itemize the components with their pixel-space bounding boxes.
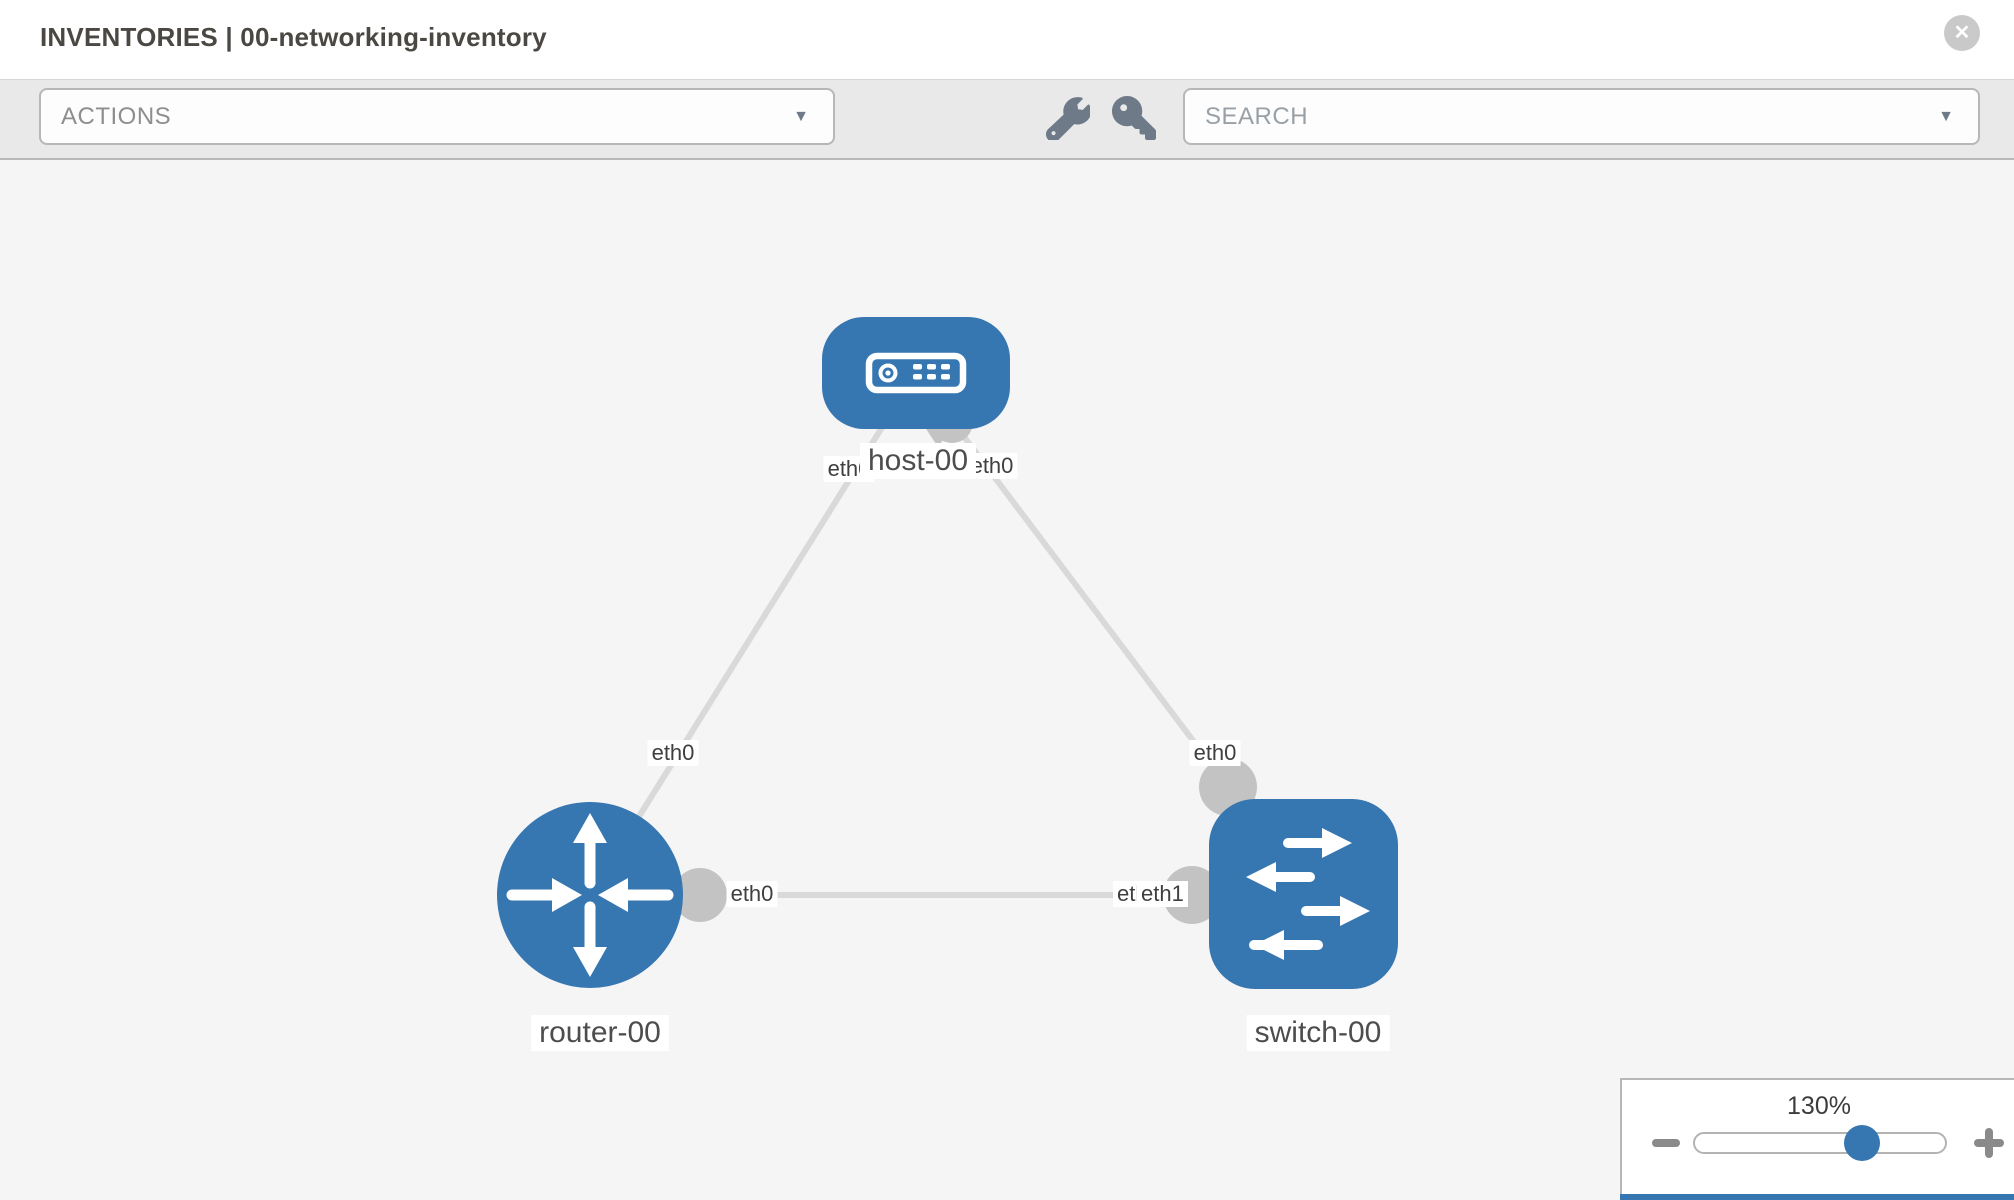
actions-dropdown[interactable]: ACTIONS ▼: [39, 88, 835, 145]
node-label-switch-00: switch-00: [1246, 1015, 1390, 1051]
zoom-panel: 130%: [1620, 1078, 2014, 1200]
node-router-00[interactable]: [497, 802, 683, 988]
port-label-switch-eth1: eth1: [1137, 881, 1188, 907]
header: INVENTORIES | 00-networking-inventory ✕: [0, 0, 2014, 79]
node-label-host-00: host-00: [859, 443, 977, 479]
port-connector-router-eth0[interactable]: [673, 868, 727, 922]
port-label-router-eth0: eth0: [726, 881, 778, 907]
zoom-slider-thumb[interactable]: [1844, 1125, 1880, 1161]
search-dropdown[interactable]: SEARCH ▼: [1183, 88, 1980, 145]
chevron-down-icon: ▼: [1938, 107, 1954, 125]
close-icon[interactable]: ✕: [1944, 15, 1980, 51]
toolbar: ACTIONS ▼ SEARCH ▼: [0, 79, 2014, 160]
node-label-router-00: router-00: [531, 1015, 669, 1051]
port-label-router-link-eth0: eth0: [647, 740, 699, 766]
search-placeholder: SEARCH: [1205, 102, 1309, 130]
node-switch-00[interactable]: [1209, 799, 1398, 989]
link-host-switch[interactable]: [913, 371, 1231, 789]
plus-icon[interactable]: [1974, 1128, 2004, 1158]
switch-icon: [1246, 828, 1370, 960]
host-icon: [865, 352, 967, 394]
footer-accent-bar: [1620, 1194, 2014, 1200]
port-connector-switch-eth1[interactable]: [1163, 866, 1221, 924]
minus-icon[interactable]: [1652, 1139, 1680, 1147]
topology-graph: [497, 317, 1398, 989]
chevron-down-icon: ▼: [793, 107, 809, 125]
page-title: INVENTORIES | 00-networking-inventory: [40, 22, 547, 52]
router-icon: [506, 813, 674, 977]
wrench-icon[interactable]: [1045, 96, 1092, 142]
port-label-switch-eth0: eth0: [1189, 740, 1241, 766]
zoom-slider[interactable]: [1693, 1132, 1947, 1154]
actions-dropdown-label: ACTIONS: [61, 102, 172, 130]
key-icon[interactable]: [1112, 96, 1156, 140]
node-host-00[interactable]: [822, 317, 1010, 429]
port-connectors: [673, 401, 1257, 924]
zoom-level-value: 130%: [1787, 1092, 1851, 1120]
topology-canvas[interactable]: eth0 eth0 eth0 eth0 eth0 eth0 eth1 host-…: [0, 160, 2014, 1200]
